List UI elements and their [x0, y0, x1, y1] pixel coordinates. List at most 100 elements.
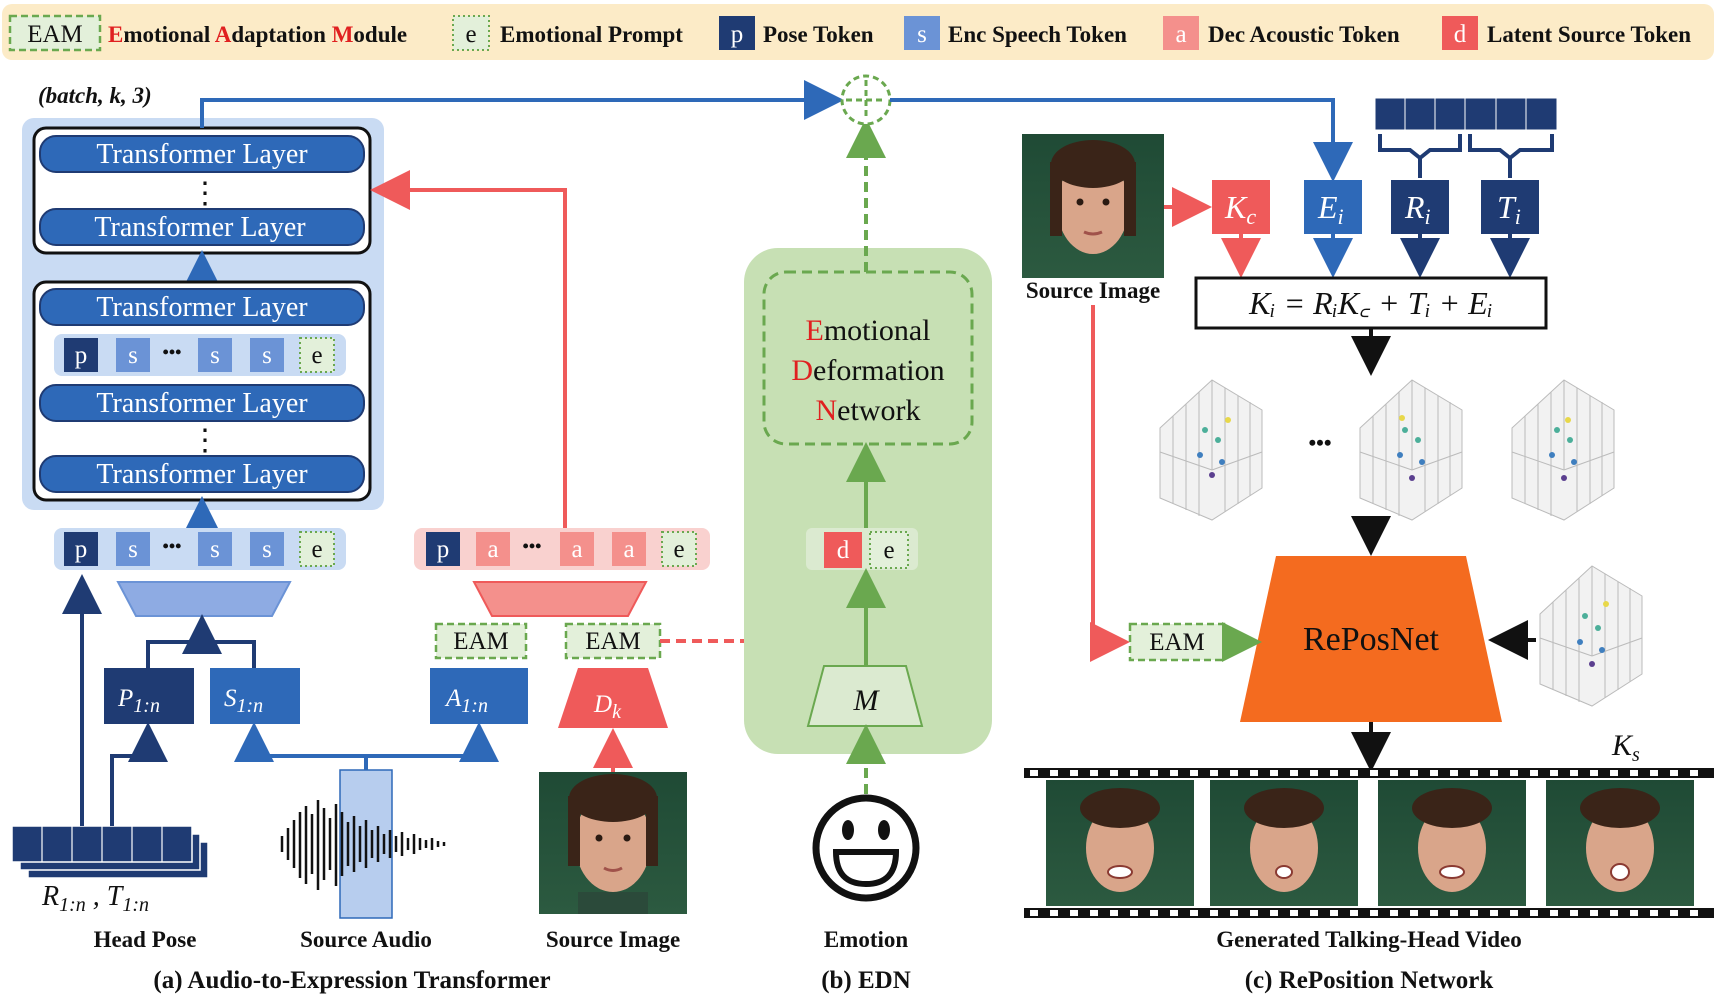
inner-token-s1	[116, 338, 150, 372]
inner-token-s2-label: s	[210, 342, 220, 369]
enc-token-p	[64, 532, 98, 566]
caption-a: (a) Audio-to-Expression Transformer	[153, 967, 550, 994]
legend-latent-text: Latent Source Token	[1487, 22, 1691, 47]
dec-token-ellipsis: •••	[523, 536, 542, 556]
edn-token-e	[869, 531, 909, 569]
head-pose-label: Head Pose	[94, 927, 197, 952]
legend-eam-text: Emotional Adaptation Module	[108, 22, 407, 47]
ei-label: Ei	[1317, 189, 1344, 229]
dec-token-a3-label: a	[623, 536, 634, 563]
transformer-layer-2-label: Transformer Layer	[94, 212, 306, 243]
source-image-label-c: Source Image	[1026, 278, 1160, 303]
legend-pose-swatch	[719, 16, 755, 50]
eam-box-reposnet-label: EAM	[1149, 629, 1205, 656]
legend: EAM Emotional Adaptation Module e Emotio…	[2, 4, 1714, 60]
legend-acoustic-box: a	[1175, 21, 1186, 48]
film-strip	[1024, 768, 1714, 918]
edn-token-e-label: e	[883, 537, 894, 564]
legend-latent-box: d	[1454, 21, 1467, 48]
transformer-layer-4-label: Transformer Layer	[96, 388, 308, 419]
dec-token-a2	[560, 532, 594, 566]
eam-box-image	[564, 622, 662, 660]
legend-eam-swatch	[8, 14, 102, 52]
reposnet-label: RePosNet	[1303, 621, 1440, 658]
ti-box	[1481, 180, 1539, 234]
legend-speech-swatch	[904, 16, 940, 50]
dec-token-a1	[476, 532, 510, 566]
m-trapezoid	[806, 665, 924, 727]
caption-c: (c) RePosition Network	[1245, 967, 1494, 994]
dec-token-p	[426, 532, 460, 566]
kc-label: Kc	[1224, 189, 1256, 229]
panel-c: Source Image Kc Ei Ri Ti Kᵢ = RᵢK꜀ + Tᵢ	[1022, 97, 1714, 994]
legend-acoustic-text: Dec Acoustic Token	[1208, 22, 1400, 47]
keypoint-plot-ks	[1539, 565, 1643, 707]
a-input-box	[430, 668, 528, 724]
image-to-eam-arrow	[1090, 305, 1130, 662]
inner-token-s3	[250, 338, 284, 372]
enc-token-s3-label: s	[262, 536, 272, 563]
ti-brace	[1468, 134, 1554, 161]
decoder-trapezoid	[472, 581, 648, 617]
keypoint-plot-1	[1159, 379, 1263, 521]
ks-label: Ks	[1611, 729, 1640, 766]
ri-label: Ri	[1404, 189, 1431, 229]
transformer-layer-3-label: Transformer Layer	[96, 292, 308, 323]
dec-token-a1-label: a	[487, 536, 498, 563]
dk-label: Dk	[593, 691, 622, 723]
ri-box	[1391, 180, 1449, 234]
audio-to-s-arrow	[234, 722, 368, 770]
inner-token-p	[64, 338, 98, 372]
stack-to-sum-arrow	[200, 80, 844, 128]
formula-text: Kᵢ = RᵢK꜀ + Tᵢ + Eᵢ	[1248, 285, 1493, 321]
transformer-layer-1-label: Transformer Layer	[96, 139, 308, 170]
source-image-label-a: Source Image	[546, 927, 680, 952]
legend-acoustic-swatch	[1163, 16, 1199, 50]
legend-eam-label: EAM	[27, 21, 83, 48]
legend-prompt-text: Emotional Prompt	[500, 22, 683, 47]
inner-token-e-label: e	[311, 342, 322, 369]
decoder-to-stack-arrow	[370, 170, 567, 528]
panel-a: (batch, k, 3) Transformer Layer ⋮ Transf…	[11, 83, 710, 994]
inner-token-s1-label: s	[128, 342, 138, 369]
edn-token-d	[824, 532, 862, 568]
edn-line-3: Network	[816, 394, 921, 427]
panel-b: Emotional Deformation Network d e M Emot…	[744, 118, 992, 994]
transformer-layer-4	[39, 384, 365, 422]
eam-box-image-label: EAM	[585, 628, 641, 655]
enc-token-s1-label: s	[128, 536, 138, 563]
p-input-box	[104, 668, 194, 724]
s-input-label: S1:n	[224, 685, 263, 717]
enc-token-s2-label: s	[210, 536, 220, 563]
enc-token-e-label: e	[311, 536, 322, 563]
keypoint-plot-2	[1359, 379, 1463, 521]
source-image-face-c	[1022, 134, 1164, 278]
eam-box-audio	[434, 622, 528, 660]
ri-brace	[1378, 134, 1462, 161]
kps-ellipsis: •••	[1308, 430, 1331, 455]
keypoint-plot-3	[1511, 379, 1615, 521]
eam-box-audio-label: EAM	[453, 628, 509, 655]
dec-token-p-label: p	[437, 536, 450, 563]
enc-token-s3	[250, 532, 284, 566]
pose-token-bar	[1374, 97, 1558, 131]
transformer-layer-5	[39, 455, 365, 493]
encoder-trapezoid	[116, 581, 292, 617]
inner-token-p-label: p	[75, 342, 88, 369]
dec-token-e-label: e	[673, 536, 684, 563]
edn-line-1: Emotional	[806, 314, 931, 347]
sum-to-ei-arrow	[890, 98, 1353, 182]
kc-box	[1212, 180, 1270, 234]
pose-formula: R1:n , T1:n	[41, 881, 149, 916]
enc-token-s1	[116, 532, 150, 566]
legend-pose-box: p	[731, 21, 744, 48]
s-input-box	[210, 668, 300, 724]
legend-prompt-box: e	[465, 21, 476, 48]
legend-speech-box: s	[917, 21, 927, 48]
eam-box-reposnet	[1128, 622, 1226, 662]
layer-dots-2: ⋮	[190, 424, 220, 457]
sum-node-icon	[840, 74, 892, 126]
legend-speech-text: Enc Speech Token	[948, 22, 1127, 47]
enc-token-ellipsis: •••	[163, 536, 182, 556]
layer-dots-1: ⋮	[190, 177, 220, 210]
